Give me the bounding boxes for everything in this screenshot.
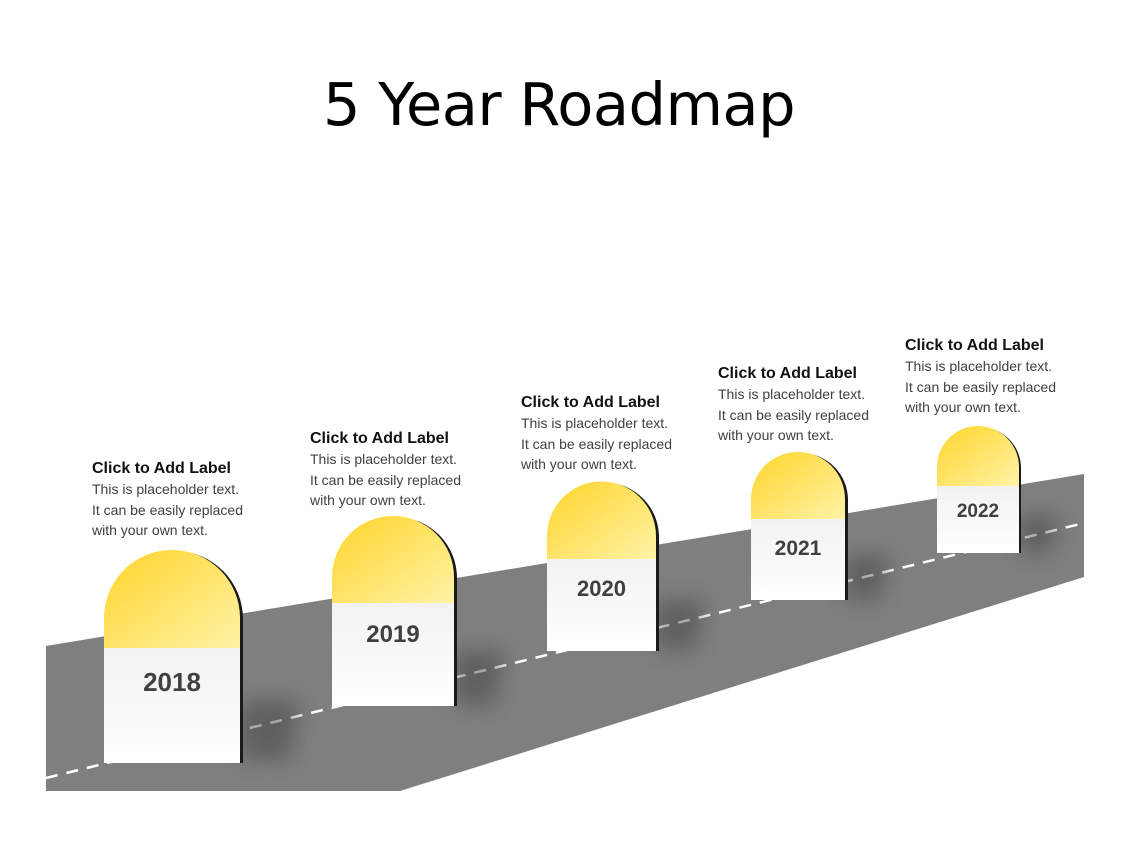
milestone-year: 2018	[143, 667, 201, 697]
milestone-text-line: It can be easily replaced	[92, 501, 243, 518]
milestone-year: 2022	[956, 501, 1000, 522]
milestone-callout[interactable]: Click to Add Label This is placeholder t…	[521, 393, 672, 475]
milestone-label[interactable]: Click to Add Label	[718, 365, 857, 382]
milestone-text-line: with your own text.	[521, 456, 637, 472]
milestone-text-line: This is placeholder text.	[92, 481, 240, 497]
milestone-2020	[547, 481, 659, 651]
milestone-label[interactable]: Click to Add Label	[905, 337, 1044, 354]
milestone-text-line: It can be easily replaced	[718, 406, 869, 423]
milestone-text-line: It can be easily replaced	[905, 378, 1056, 395]
milestone-text-line: with your own text.	[310, 492, 426, 508]
milestone-callout[interactable]: Click to Add Label This is placeholder t…	[92, 459, 243, 541]
milestone-year: 2019	[366, 621, 420, 648]
milestone-label[interactable]: Click to Add Label	[92, 460, 231, 477]
milestone-text-line: with your own text.	[905, 399, 1021, 415]
milestone-label[interactable]: Click to Add Label	[310, 430, 449, 447]
milestone-callout[interactable]: Click to Add Label This is placeholder t…	[718, 364, 869, 446]
milestone-year: 2020	[577, 576, 626, 601]
milestone-text-line: This is placeholder text.	[521, 415, 669, 431]
milestone-text-line: This is placeholder text.	[718, 386, 866, 402]
milestone-callout[interactable]: Click to Add Label This is placeholder t…	[905, 336, 1056, 418]
milestone-text-line: with your own text.	[718, 427, 834, 443]
milestone-2019	[332, 516, 457, 706]
milestone-year: 2021	[774, 537, 822, 560]
milestone-text-line: It can be easily replaced	[310, 471, 461, 488]
milestone-text-line: This is placeholder text.	[905, 358, 1053, 374]
milestone-text-line: This is placeholder text.	[310, 451, 458, 467]
milestone-2021	[751, 452, 848, 600]
milestone-2018	[104, 550, 243, 763]
milestone-text-line: It can be easily replaced	[521, 435, 672, 452]
milestone-text-line: with your own text.	[92, 522, 208, 538]
milestone-2022	[937, 426, 1021, 553]
page-title: 5 Year Roadmap	[322, 70, 796, 139]
milestone-callout[interactable]: Click to Add Label This is placeholder t…	[310, 429, 461, 511]
milestone-label[interactable]: Click to Add Label	[521, 394, 660, 411]
